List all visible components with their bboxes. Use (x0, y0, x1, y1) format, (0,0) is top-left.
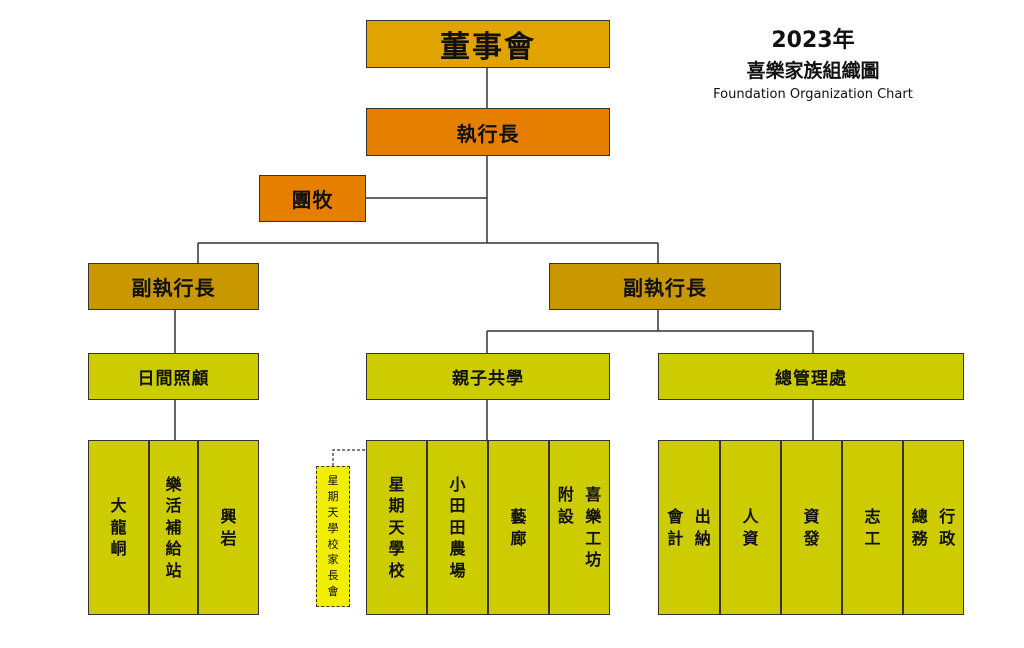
unit-general-affairs-admin: 行政 總務 (903, 440, 964, 615)
unit-label-col-1: 喜樂工坊 (585, 485, 602, 570)
unit-label: 小田田農場 (449, 474, 466, 580)
unit-label: 藝廊 (510, 506, 527, 548)
unit-label: 資發 (803, 506, 820, 548)
node-pastor: 團牧 (259, 175, 366, 222)
unit-label-col-2: 附設 (557, 485, 574, 526)
node-deputy-left: 副執行長 (88, 263, 259, 310)
unit-xing-yan: 興岩 (198, 440, 259, 615)
unit-joy-workshop: 喜樂工坊 附設 (549, 440, 610, 615)
unit-label: 大龍峒 (110, 496, 127, 559)
unit-sunday-school: 星期天學校 (366, 440, 427, 615)
unit-resource-development: 資發 (781, 440, 842, 615)
node-ceo: 執行長 (366, 108, 610, 156)
node-family-learning: 親子共學 (366, 353, 610, 400)
node-day-care: 日間照顧 (88, 353, 259, 400)
title-main: 喜樂家族組織圖 (746, 60, 880, 82)
unit-gallery: 藝廊 (488, 440, 549, 615)
chart-title: 2023年 喜樂家族組織圖 Foundation Organization Ch… (698, 22, 928, 102)
unit-label: 興岩 (220, 506, 237, 548)
unit-da-long-dong: 大龍峒 (88, 440, 149, 615)
unit-accounting-cashier: 出納 會計 (658, 440, 720, 615)
unit-lohas-station: 樂活補給站 (149, 440, 198, 615)
title-year: 2023年 (771, 28, 855, 53)
unit-hr: 人資 (720, 440, 781, 615)
parent-association-label: 星期天學校家長會 (327, 473, 339, 599)
unit-label-col-1: 出納 (694, 506, 711, 548)
title-subtitle: Foundation Organization Chart (713, 87, 913, 102)
unit-label: 星期天學校 (388, 474, 405, 580)
unit-little-farm: 小田田農場 (427, 440, 488, 615)
line-parent-association (332, 449, 366, 466)
unit-label-col-1: 行政 (939, 506, 956, 548)
node-deputy-right: 副執行長 (549, 263, 781, 310)
node-board: 董事會 (366, 20, 610, 68)
unit-volunteer: 志工 (842, 440, 903, 615)
unit-label-col-2: 會計 (667, 506, 684, 548)
unit-label: 樂活補給站 (165, 474, 182, 580)
node-general-admin: 總管理處 (658, 353, 964, 400)
unit-label: 志工 (864, 506, 881, 548)
node-parent-association: 星期天學校家長會 (316, 466, 350, 607)
unit-label-col-2: 總務 (911, 506, 928, 548)
unit-label: 人資 (742, 506, 759, 548)
